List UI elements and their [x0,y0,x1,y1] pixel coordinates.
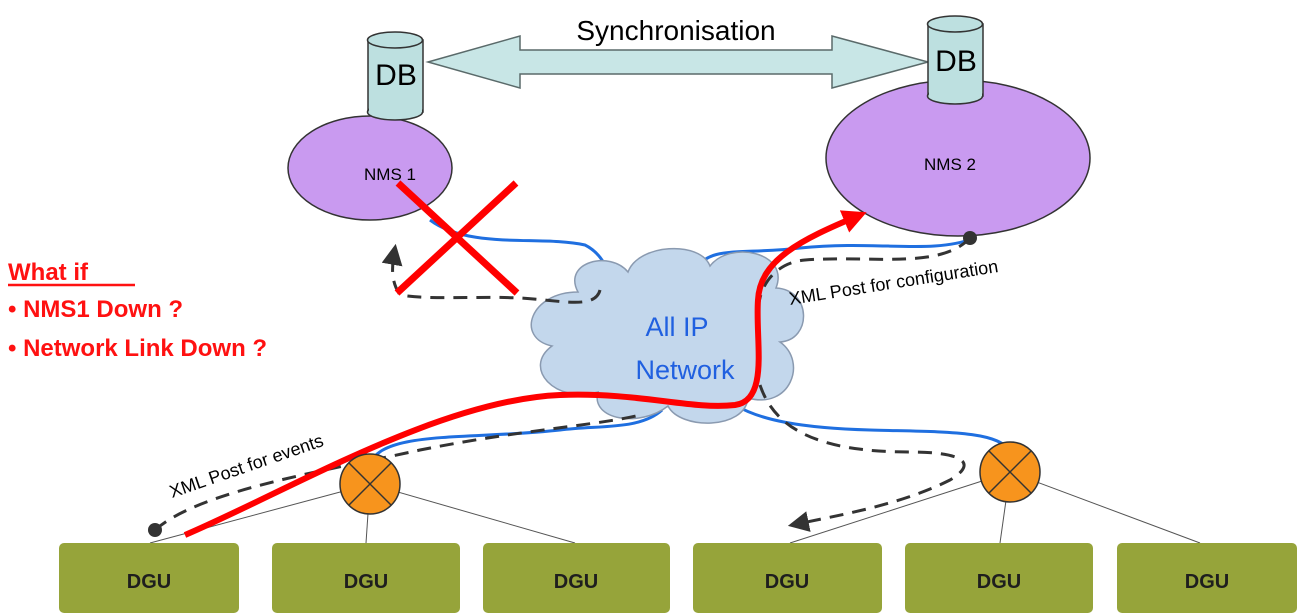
dgu-box-1: DGU [59,543,239,613]
dgu-1-label: DGU [127,571,171,593]
db-cylinder-1 [366,31,424,121]
cloud-label-line2: Network [635,355,735,385]
dgu-2-label: DGU [344,571,388,593]
switch-icon-right [979,441,1041,503]
dashed-message-paths [154,236,972,532]
event-origin-dot [148,523,162,537]
what-if-item-nms1-down: • NMS1 Down ? [8,296,183,323]
dgu-box-4: DGU [693,543,882,613]
nms-1-label: NMS 1 [364,165,416,184]
dgu-4-label: DGU [765,571,809,593]
configuration-post-label: XML Post for configuration [787,256,999,309]
events-post-label: XML Post for events [167,430,326,501]
dgu-6-label: DGU [1185,571,1229,593]
what-if-item-network-link-down: • Network Link Down ? [8,335,267,362]
cloud-label-line1: All IP [645,312,708,342]
db-1-label: DB [375,59,417,92]
nms-2-label: NMS 2 [924,155,976,174]
what-if-heading: What if [8,259,89,286]
dgu-3-label: DGU [554,571,598,593]
config-origin-dot [963,231,977,245]
nms-1-failure-cross [394,180,520,296]
synchronisation-label: Synchronisation [576,15,775,46]
dgu-box-6: DGU [1117,543,1297,613]
db-cylinder-2 [926,15,984,105]
dgu-box-5: DGU [905,543,1093,613]
switch-icon-left [339,453,401,515]
dgu-5-label: DGU [977,571,1021,593]
db-2-label: DB [935,45,977,78]
active-route-arrow [183,210,867,538]
switch-connections [149,471,1201,544]
dgu-box-3: DGU [483,543,670,613]
dgu-box-2: DGU [272,543,460,613]
